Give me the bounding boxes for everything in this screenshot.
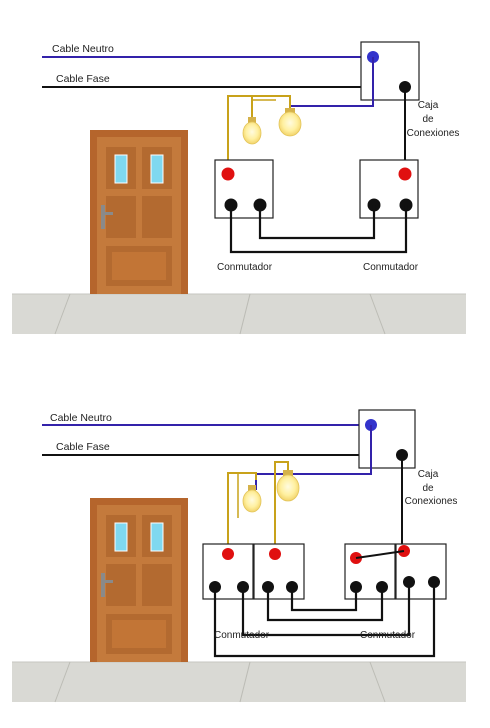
light-bulb-icon bbox=[276, 470, 300, 502]
neutral-to-lamp-wire bbox=[290, 57, 374, 107]
lamp-wire-2 bbox=[274, 461, 289, 554]
traveler-wire-3 bbox=[241, 582, 411, 637]
lamp-wire-1 bbox=[227, 472, 257, 554]
traveler-wire-1 bbox=[290, 587, 358, 612]
junction-box bbox=[360, 41, 420, 101]
diagram-top: Cable Neutro Cable Fase Caja de Conexion… bbox=[12, 41, 466, 335]
neutral-label: Cable Neutro bbox=[52, 43, 114, 55]
light-bulb-icon bbox=[242, 485, 262, 513]
diagram-bottom: Cable Neutro Cable Fase Caja de Conexion… bbox=[12, 409, 466, 703]
box-label-1: Caja bbox=[418, 100, 439, 111]
traveler-wire-2 bbox=[266, 587, 384, 622]
neutral-to-lamp-wire bbox=[255, 425, 372, 490]
box-label-3: Conexiones bbox=[407, 128, 460, 139]
phase-label: Cable Fase bbox=[56, 441, 110, 453]
switch-left-label: Conmutador bbox=[217, 262, 273, 273]
floor bbox=[12, 662, 466, 702]
traveler-wire-2 bbox=[229, 205, 408, 254]
neutral-label: Cable Neutro bbox=[50, 412, 112, 424]
lamp-return-wire bbox=[227, 95, 291, 174]
traveler-wire-4 bbox=[213, 582, 436, 658]
switch-right-label: Conmutador bbox=[363, 262, 419, 273]
floor bbox=[12, 294, 466, 334]
box-label-2: de bbox=[422, 483, 434, 494]
light-bulb-icon bbox=[278, 108, 302, 137]
phase-label: Cable Fase bbox=[56, 73, 110, 85]
door-icon bbox=[90, 498, 188, 662]
box-label-1: Caja bbox=[418, 469, 439, 480]
box-label-3: Conexiones bbox=[405, 496, 458, 507]
door-icon bbox=[90, 130, 188, 294]
box-label-2: de bbox=[422, 114, 434, 125]
traveler-wire-1 bbox=[258, 205, 376, 240]
switch-left-label: Conmutador bbox=[214, 630, 270, 641]
switch-right-label: Conmutador bbox=[360, 630, 416, 641]
junction-box bbox=[358, 409, 416, 469]
light-bulb-icon bbox=[242, 117, 262, 145]
